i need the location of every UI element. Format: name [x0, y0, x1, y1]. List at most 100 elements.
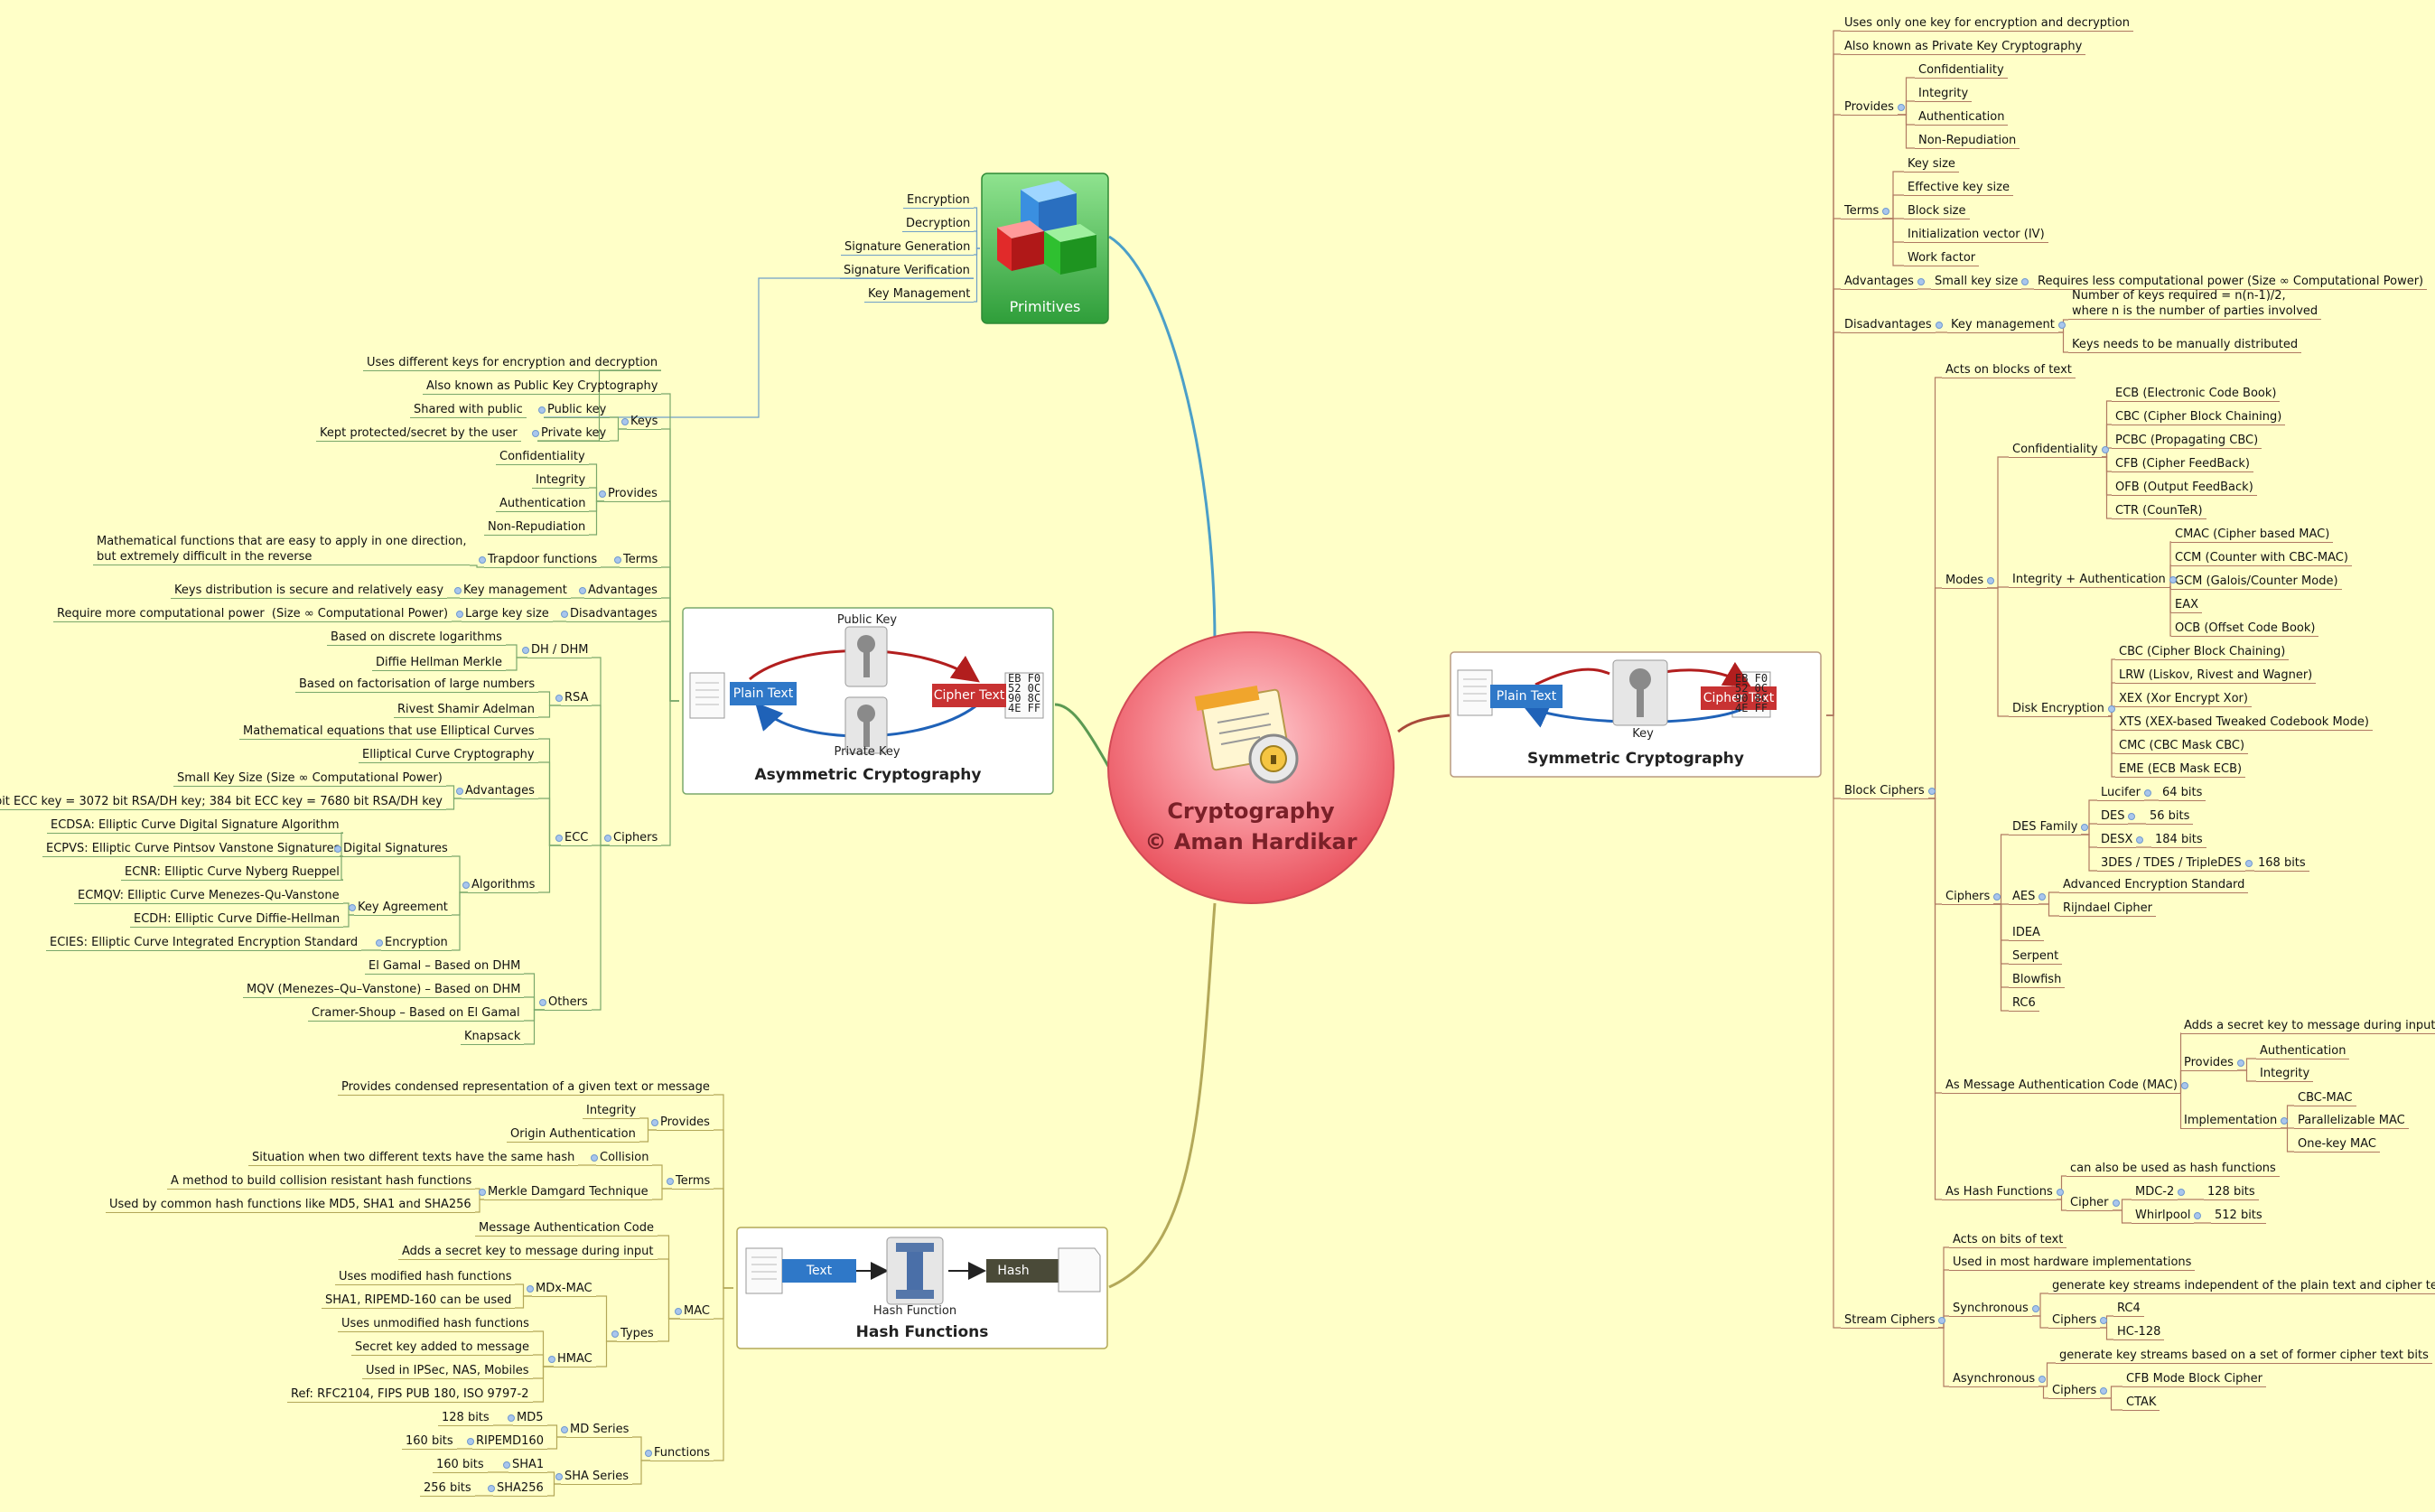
- map-node[interactable]: Large key size: [462, 606, 553, 622]
- map-node[interactable]: Integrity: [532, 472, 590, 489]
- map-node[interactable]: ECDSA: Elliptic Curve Digital Signature …: [47, 817, 343, 834]
- expand-dot[interactable]: [522, 647, 529, 654]
- map-node[interactable]: CBC (Cipher Block Chaining): [2115, 644, 2290, 660]
- map-node[interactable]: Work factor: [1904, 250, 1980, 266]
- expand-dot[interactable]: [2178, 1189, 2185, 1196]
- map-node[interactable]: Key Agreement: [354, 900, 452, 916]
- map-node[interactable]: Cramer-Shoup – Based on El Gamal: [308, 1005, 524, 1022]
- map-node[interactable]: A method to build collision resistant ha…: [167, 1173, 476, 1190]
- map-node[interactable]: Synchronous: [1949, 1301, 2032, 1317]
- map-node[interactable]: CCM (Counter with CBC-MAC): [2171, 550, 2352, 566]
- map-node[interactable]: Confidentiality: [2009, 442, 2102, 458]
- map-node[interactable]: Serpent: [2009, 948, 2063, 965]
- map-node[interactable]: 64 bits: [2159, 785, 2206, 801]
- center-node[interactable]: [1107, 631, 1395, 904]
- expand-dot[interactable]: [1987, 577, 1994, 584]
- map-node[interactable]: 56 bits: [2146, 808, 2194, 825]
- expand-dot[interactable]: [2169, 576, 2177, 583]
- expand-dot[interactable]: [2081, 824, 2088, 831]
- expand-dot[interactable]: [599, 490, 606, 498]
- expand-dot[interactable]: [462, 882, 470, 889]
- expand-dot[interactable]: [2245, 860, 2253, 867]
- expand-dot[interactable]: [479, 556, 486, 564]
- expand-dot[interactable]: [555, 1473, 563, 1480]
- expand-dot[interactable]: [555, 695, 563, 702]
- map-node[interactable]: Disadvantages: [1841, 317, 1936, 333]
- map-node[interactable]: generate key streams based on a set of f…: [2056, 1348, 2432, 1364]
- map-node[interactable]: Kept protected/secret by the user: [316, 425, 521, 442]
- map-node[interactable]: Private key: [537, 425, 611, 442]
- map-node[interactable]: 128 bits: [2204, 1184, 2259, 1200]
- map-node[interactable]: OCB (Offset Code Book): [2171, 621, 2319, 637]
- expand-dot[interactable]: [454, 587, 462, 594]
- map-node[interactable]: ECIES: Elliptic Curve Integrated Encrypt…: [46, 935, 362, 951]
- map-node[interactable]: Secret key added to message: [351, 1339, 534, 1356]
- expand-dot[interactable]: [1898, 104, 1905, 111]
- map-node[interactable]: Public key: [544, 402, 611, 418]
- map-node[interactable]: Require more computational power (Size ∞…: [53, 606, 452, 622]
- map-node[interactable]: Decryption: [902, 216, 975, 232]
- map-node[interactable]: RSA: [561, 690, 592, 706]
- expand-dot[interactable]: [548, 1356, 555, 1363]
- map-node[interactable]: OFB (Output FeedBack): [2112, 480, 2257, 496]
- map-node[interactable]: Encryption: [903, 192, 974, 209]
- expand-dot[interactable]: [2057, 1189, 2064, 1196]
- asymmetric-panel[interactable]: [682, 607, 1054, 795]
- map-node[interactable]: Used by common hash functions like MD5, …: [106, 1197, 475, 1213]
- expand-dot[interactable]: [591, 1154, 598, 1162]
- map-node[interactable]: Initialization vector (IV): [1904, 227, 2048, 243]
- expand-dot[interactable]: [376, 939, 383, 947]
- map-node[interactable]: Modes: [1942, 573, 1988, 589]
- map-node[interactable]: Confidentiality: [496, 449, 589, 465]
- map-node[interactable]: Also known as Public Key Cryptography: [423, 378, 662, 395]
- map-node[interactable]: RC4: [2113, 1301, 2144, 1317]
- map-node[interactable]: Based on factorisation of large numbers: [295, 677, 539, 693]
- expand-dot[interactable]: [2102, 446, 2109, 453]
- map-node[interactable]: Asynchronous: [1949, 1371, 2039, 1387]
- expand-dot[interactable]: [2058, 322, 2066, 329]
- map-node[interactable]: Ciphers: [610, 830, 662, 846]
- map-node[interactable]: Used in most hardware implementations: [1949, 1255, 2196, 1271]
- map-node[interactable]: Others: [545, 994, 592, 1011]
- expand-dot[interactable]: [651, 1119, 658, 1126]
- map-node[interactable]: GCM (Galois/Counter Mode): [2171, 574, 2342, 590]
- map-node[interactable]: Advantages: [462, 783, 538, 799]
- map-node[interactable]: AES: [2009, 889, 2039, 905]
- map-node[interactable]: EAX: [2171, 597, 2203, 613]
- map-node[interactable]: Digital Signatures: [340, 841, 452, 857]
- map-node[interactable]: HMAC: [554, 1351, 596, 1367]
- expand-dot[interactable]: [2021, 278, 2029, 285]
- map-node[interactable]: RIPEMD160: [472, 1433, 547, 1450]
- map-node[interactable]: CFB (Cipher FeedBack): [2112, 456, 2253, 472]
- expand-dot[interactable]: [2108, 705, 2115, 713]
- map-node[interactable]: Small key size: [1931, 274, 2022, 290]
- primitives-panel[interactable]: [981, 173, 1109, 324]
- map-node[interactable]: can also be used as hash functions: [2066, 1161, 2280, 1177]
- map-node[interactable]: MD Series: [566, 1422, 633, 1438]
- map-node[interactable]: Algorithms: [468, 877, 539, 893]
- map-node[interactable]: CMC (CBC Mask CBC): [2115, 738, 2249, 754]
- map-node[interactable]: As Message Authentication Code (MAC): [1942, 1078, 2181, 1094]
- map-node[interactable]: Requires less computational power (Size …: [2034, 274, 2428, 290]
- expand-dot[interactable]: [1936, 322, 1943, 329]
- map-node[interactable]: XTS (XEX-based Tweaked Codebook Mode): [2115, 714, 2373, 731]
- map-node[interactable]: 184 bits: [2151, 832, 2206, 848]
- map-node[interactable]: Cipher: [2066, 1195, 2113, 1211]
- expand-dot[interactable]: [2281, 1117, 2288, 1125]
- map-node[interactable]: Uses unmodified hash functions: [338, 1316, 533, 1332]
- map-node[interactable]: Terms: [1841, 203, 1883, 219]
- map-node[interactable]: Advantages: [584, 583, 661, 599]
- map-node[interactable]: Block size: [1904, 203, 1970, 219]
- map-node[interactable]: Integrity: [583, 1103, 640, 1119]
- expand-dot[interactable]: [2136, 836, 2143, 844]
- map-node[interactable]: Authentication: [496, 496, 590, 512]
- expand-dot[interactable]: [645, 1450, 652, 1457]
- map-node[interactable]: Origin Authentication: [507, 1126, 639, 1143]
- map-node[interactable]: SHA256: [493, 1480, 547, 1497]
- map-node[interactable]: Mathematical equations that use Elliptic…: [239, 723, 538, 740]
- map-node[interactable]: Terms: [672, 1173, 714, 1190]
- map-node[interactable]: Block Ciphers: [1841, 783, 1928, 799]
- map-node[interactable]: IDEA: [2009, 925, 2044, 941]
- hash-panel[interactable]: [736, 1227, 1108, 1349]
- map-node[interactable]: Adds a secret key to message during inpu…: [398, 1244, 658, 1260]
